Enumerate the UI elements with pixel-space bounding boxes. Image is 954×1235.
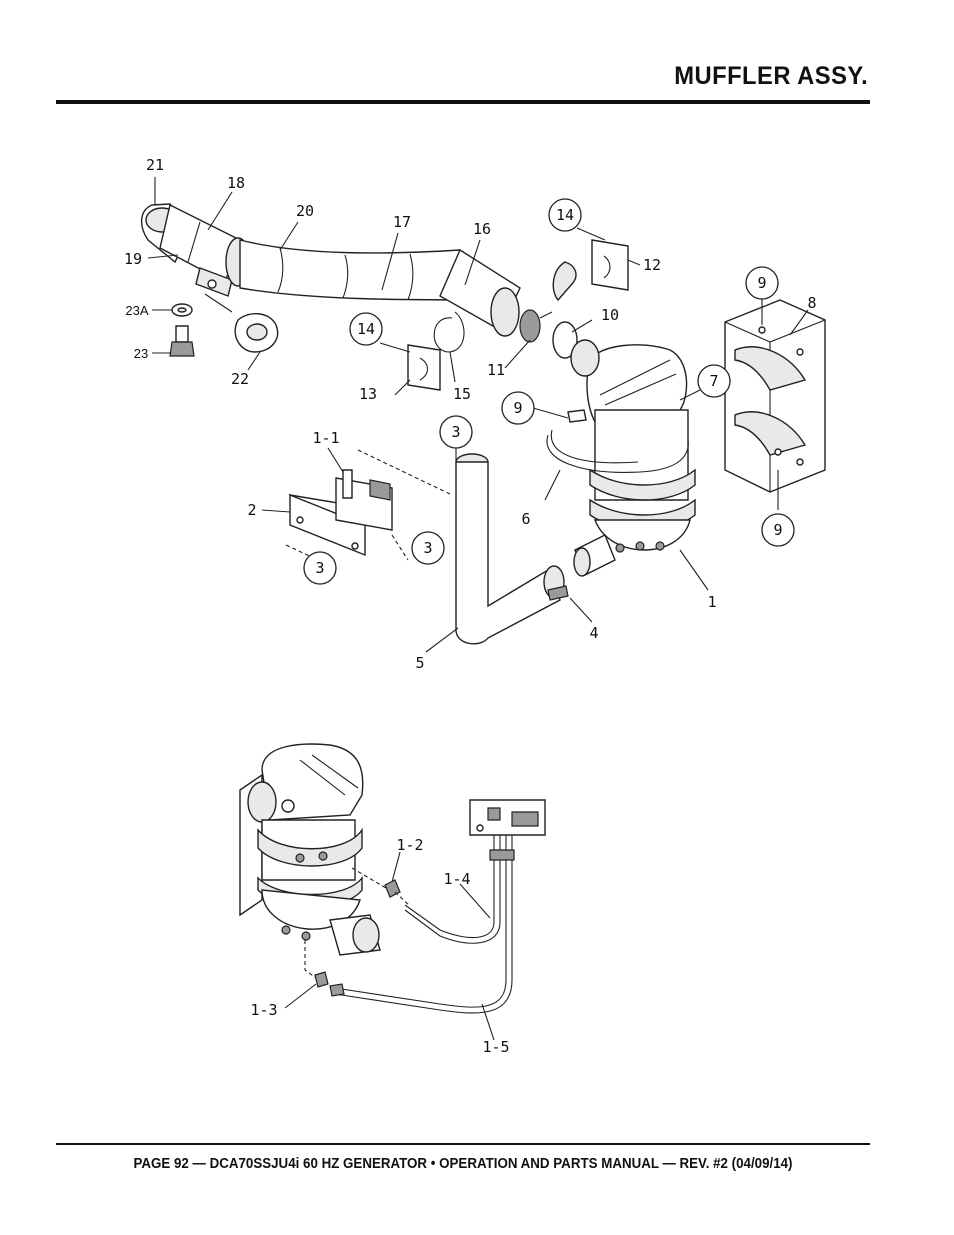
callout-3-pipe: 3 — [451, 423, 460, 441]
sensor-brackets — [285, 449, 453, 561]
page-footer: PAGE 92 — DCA70SSJU4i 60 HZ GENERATOR • … — [133, 1156, 793, 1172]
tail-pipe — [455, 453, 569, 645]
callout-1-5: 1-5 — [482, 1038, 509, 1056]
callout-4: 4 — [589, 624, 598, 642]
callout-1: 1 — [707, 593, 716, 611]
callout-13: 13 — [359, 385, 377, 403]
callout-16: 16 — [473, 220, 491, 238]
page-title: MUFFLER ASSY. — [674, 62, 868, 90]
callout-19: 19 — [124, 250, 142, 268]
muffler-bracket — [724, 299, 826, 493]
callout-5: 5 — [415, 654, 424, 672]
callout-1-2: 1-2 — [396, 836, 423, 854]
callout-17: 17 — [393, 213, 411, 231]
callout-1-1: 1-1 — [312, 429, 339, 447]
muffler-canister — [570, 339, 696, 577]
callout-8: 8 — [807, 294, 816, 312]
callout-21: 21 — [146, 156, 164, 174]
callout-22: 22 — [231, 370, 249, 388]
callout-12: 12 — [643, 256, 661, 274]
callout-1-4: 1-4 — [443, 870, 470, 888]
callout-3-right: 3 — [423, 539, 432, 557]
callout-23a: 23A — [125, 303, 148, 318]
callout-14-right: 14 — [556, 206, 574, 224]
exhaust-pipe-assembly — [141, 203, 629, 391]
muffler-straps — [546, 409, 689, 473]
leader-lines-lower — [284, 851, 495, 1041]
callout-9-strap: 9 — [513, 399, 522, 417]
callout-2: 2 — [247, 501, 256, 519]
callout-20: 20 — [296, 202, 314, 220]
callout-7: 7 — [709, 372, 718, 390]
callout-9-bottom: 9 — [773, 521, 782, 539]
callout-14-left: 14 — [357, 320, 375, 338]
muffler-sensor-view — [239, 743, 546, 1014]
footer-rule — [56, 1143, 870, 1145]
callout-1-3: 1-3 — [250, 1001, 277, 1019]
callout-9-top: 9 — [757, 274, 766, 292]
callout-15: 15 — [453, 385, 471, 403]
callout-11: 11 — [487, 361, 505, 379]
callout-23: 23 — [134, 346, 148, 361]
callout-6: 6 — [521, 510, 530, 528]
leader-lines-upper — [147, 177, 809, 653]
callout-10: 10 — [601, 306, 619, 324]
header-rule — [56, 100, 870, 104]
callout-18: 18 — [227, 174, 245, 192]
callout-3-bottom: 3 — [315, 559, 324, 577]
